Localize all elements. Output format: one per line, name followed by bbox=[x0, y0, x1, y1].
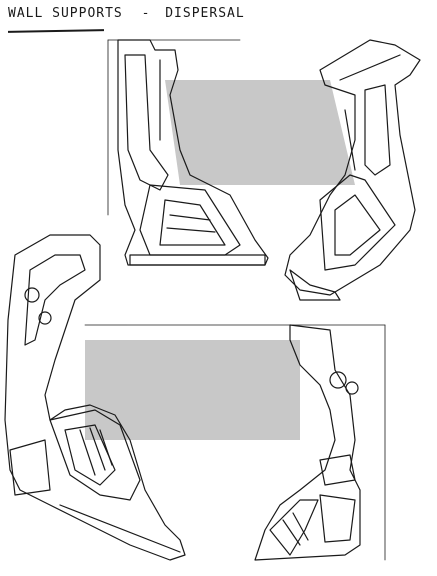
support-column-top-left bbox=[117, 39, 269, 266]
subtitle-text: DISPERSAL bbox=[165, 6, 245, 21]
support-column-bottom-right bbox=[254, 324, 361, 561]
title-text: WALL SUPPORTS bbox=[8, 6, 123, 21]
title-separator: - bbox=[141, 6, 151, 21]
support-column-top-right bbox=[284, 39, 421, 301]
bottom-wall-panel-view bbox=[84, 324, 386, 561]
sheet-title: WALL SUPPORTS - DISPERSAL bbox=[8, 6, 245, 21]
top-wall-panel-view bbox=[107, 39, 355, 216]
support-column-bottom-left bbox=[4, 234, 186, 561]
gray-wall-panel-bottom bbox=[85, 340, 300, 440]
gray-wall-panel-top bbox=[165, 80, 355, 185]
